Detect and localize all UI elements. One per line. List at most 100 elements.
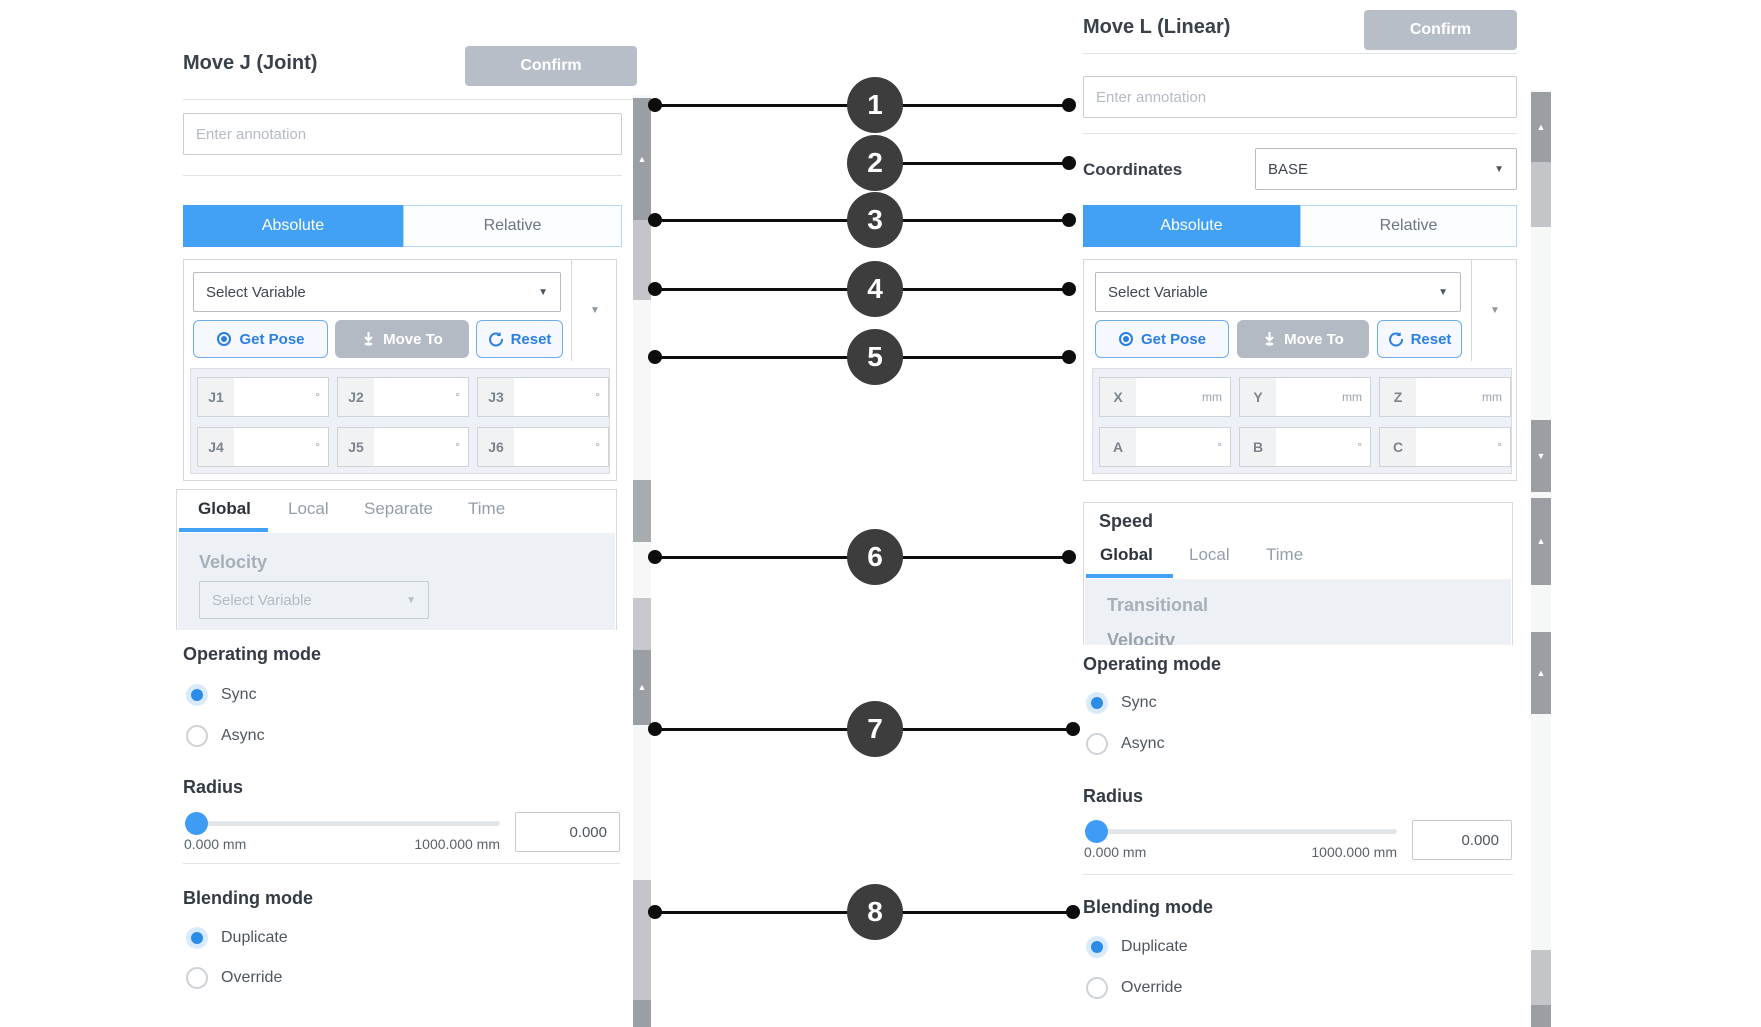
confirm-button[interactable]: Confirm: [465, 46, 637, 86]
joint-input-j4[interactable]: J4 °: [197, 427, 329, 467]
tab-separate[interactable]: Separate: [364, 499, 433, 518]
radius-heading: Radius: [1083, 786, 1144, 806]
callout-badge-3: 3: [847, 192, 903, 248]
scrollbar-segment[interactable]: [1531, 1005, 1551, 1027]
radio-unselected-icon: [186, 967, 208, 989]
joint-input-j3[interactable]: J3 °: [477, 377, 609, 417]
tab-global[interactable]: Global: [198, 499, 251, 518]
scrollbar-segment[interactable]: [633, 220, 651, 300]
joint-input-j1[interactable]: J1 °: [197, 377, 329, 417]
coordinates-select[interactable]: BASE ▼: [1255, 148, 1517, 190]
divider: [183, 175, 622, 176]
scrollbar-thumb[interactable]: ▲: [633, 98, 651, 220]
tab-relative[interactable]: Relative: [1300, 205, 1517, 247]
scrollbar-thumb[interactable]: ▼: [1531, 420, 1551, 492]
variable-select[interactable]: Select Variable ▼: [193, 272, 561, 312]
scrollbar-thumb[interactable]: ▲: [1531, 632, 1551, 714]
override-radio[interactable]: Override: [186, 967, 282, 989]
scrollbar-thumb[interactable]: ▲: [633, 650, 651, 725]
tab-relative[interactable]: Relative: [403, 205, 622, 247]
pose-input-z[interactable]: Z mm: [1379, 377, 1511, 417]
unit-label: mm: [1202, 390, 1222, 404]
callout-badge-8: 8: [847, 884, 903, 940]
reset-button[interactable]: Reset: [476, 320, 563, 358]
callout-dot: [648, 213, 662, 227]
get-pose-button[interactable]: Get Pose: [1095, 320, 1229, 358]
scroll-up-icon: ▲: [1536, 121, 1546, 132]
callout-dot: [648, 722, 662, 736]
callout-badge-6: 6: [847, 529, 903, 585]
radio-label: Duplicate: [221, 929, 288, 946]
confirm-button[interactable]: Confirm: [1364, 10, 1517, 50]
tab-global[interactable]: Global: [1100, 545, 1153, 564]
scrollbar-thumb[interactable]: ▲: [1531, 498, 1551, 585]
async-radio[interactable]: Async: [186, 725, 265, 747]
reset-arrow-icon: [488, 332, 503, 347]
expander-button[interactable]: ▼: [1471, 260, 1518, 361]
scrollbar-segment[interactable]: [1531, 162, 1551, 227]
pose-input-b[interactable]: B °: [1239, 427, 1371, 467]
radius-max-label: 1000.000 mm: [414, 836, 500, 852]
pose-input-x[interactable]: X mm: [1099, 377, 1231, 417]
sync-radio[interactable]: Sync: [1086, 692, 1157, 714]
callout-number: 5: [867, 341, 883, 372]
duplicate-radio[interactable]: Duplicate: [186, 927, 288, 949]
scrollbar-segment[interactable]: [633, 480, 651, 542]
callout-number: 6: [867, 541, 883, 572]
field-label: J5: [338, 428, 374, 466]
radius-slider-thumb[interactable]: [185, 812, 208, 835]
variable-select[interactable]: Select Variable ▼: [1095, 272, 1461, 312]
tab-time[interactable]: Time: [468, 499, 506, 518]
scroll-up-icon: ▲: [637, 682, 647, 692]
velocity-select[interactable]: Select Variable ▼: [199, 581, 429, 619]
scrollbar-segment[interactable]: [633, 880, 651, 1000]
speed-section: Global Local Separate Time Velocity Sele…: [176, 489, 617, 630]
joint-input-j2[interactable]: J2 °: [337, 377, 469, 417]
annotation-input[interactable]: [183, 113, 622, 155]
move-to-button[interactable]: Move To: [335, 320, 469, 358]
move-to-button[interactable]: Move To: [1237, 320, 1369, 358]
radius-slider-thumb[interactable]: [1085, 820, 1108, 843]
chevron-down-icon: ▼: [406, 594, 416, 606]
pose-input-y[interactable]: Y mm: [1239, 377, 1371, 417]
chevron-down-icon: ▼: [1490, 305, 1500, 316]
annotation-input[interactable]: [1083, 76, 1517, 118]
tab-absolute[interactable]: Absolute: [1083, 205, 1300, 247]
override-radio[interactable]: Override: [1086, 977, 1182, 999]
scrollbar-segment[interactable]: [633, 598, 651, 650]
tab-absolute[interactable]: Absolute: [183, 205, 403, 247]
duplicate-radio[interactable]: Duplicate: [1086, 936, 1188, 958]
left-panel-scrollbar[interactable]: ▲ ▲: [633, 95, 651, 1027]
pose-variable-section: Select Variable ▼ ▼ Get Pose Move To Res…: [183, 259, 617, 481]
tab-local[interactable]: Local: [1189, 545, 1230, 564]
joint-input-j6[interactable]: J6 °: [477, 427, 609, 467]
radius-slider-track[interactable]: [1086, 829, 1397, 834]
scrollbar-segment[interactable]: [1531, 950, 1551, 1005]
unit-label: °: [315, 440, 320, 454]
callout-dot: [1062, 282, 1076, 296]
radius-slider-track[interactable]: [186, 821, 500, 826]
scrollbar-thumb[interactable]: ▲: [1531, 92, 1551, 162]
callout-number: 3: [867, 204, 883, 235]
tab-local[interactable]: Local: [288, 499, 329, 518]
radius-value-input[interactable]: 0.000: [1412, 820, 1512, 860]
chevron-down-icon: ▼: [538, 286, 548, 298]
reset-button[interactable]: Reset: [1377, 320, 1462, 358]
expander-button[interactable]: ▼: [571, 260, 618, 361]
pose-input-c[interactable]: C °: [1379, 427, 1511, 467]
right-panel-scrollbar[interactable]: ▲ ▼ ▲ ▲: [1531, 90, 1551, 1027]
async-radio[interactable]: Async: [1086, 733, 1165, 755]
radio-selected-icon: [186, 684, 208, 706]
field-label: A: [1100, 428, 1136, 466]
radio-label: Duplicate: [1121, 938, 1188, 955]
get-pose-button[interactable]: Get Pose: [193, 320, 328, 358]
unit-label: °: [455, 390, 460, 404]
get-pose-label: Get Pose: [1140, 330, 1207, 348]
joint-input-j5[interactable]: J5 °: [337, 427, 469, 467]
unit-label: °: [595, 440, 600, 454]
sync-radio[interactable]: Sync: [186, 684, 257, 706]
pose-input-a[interactable]: A °: [1099, 427, 1231, 467]
tab-time[interactable]: Time: [1266, 545, 1304, 564]
radius-value-input[interactable]: 0.000: [515, 812, 620, 852]
scrollbar-segment[interactable]: [633, 1000, 651, 1027]
